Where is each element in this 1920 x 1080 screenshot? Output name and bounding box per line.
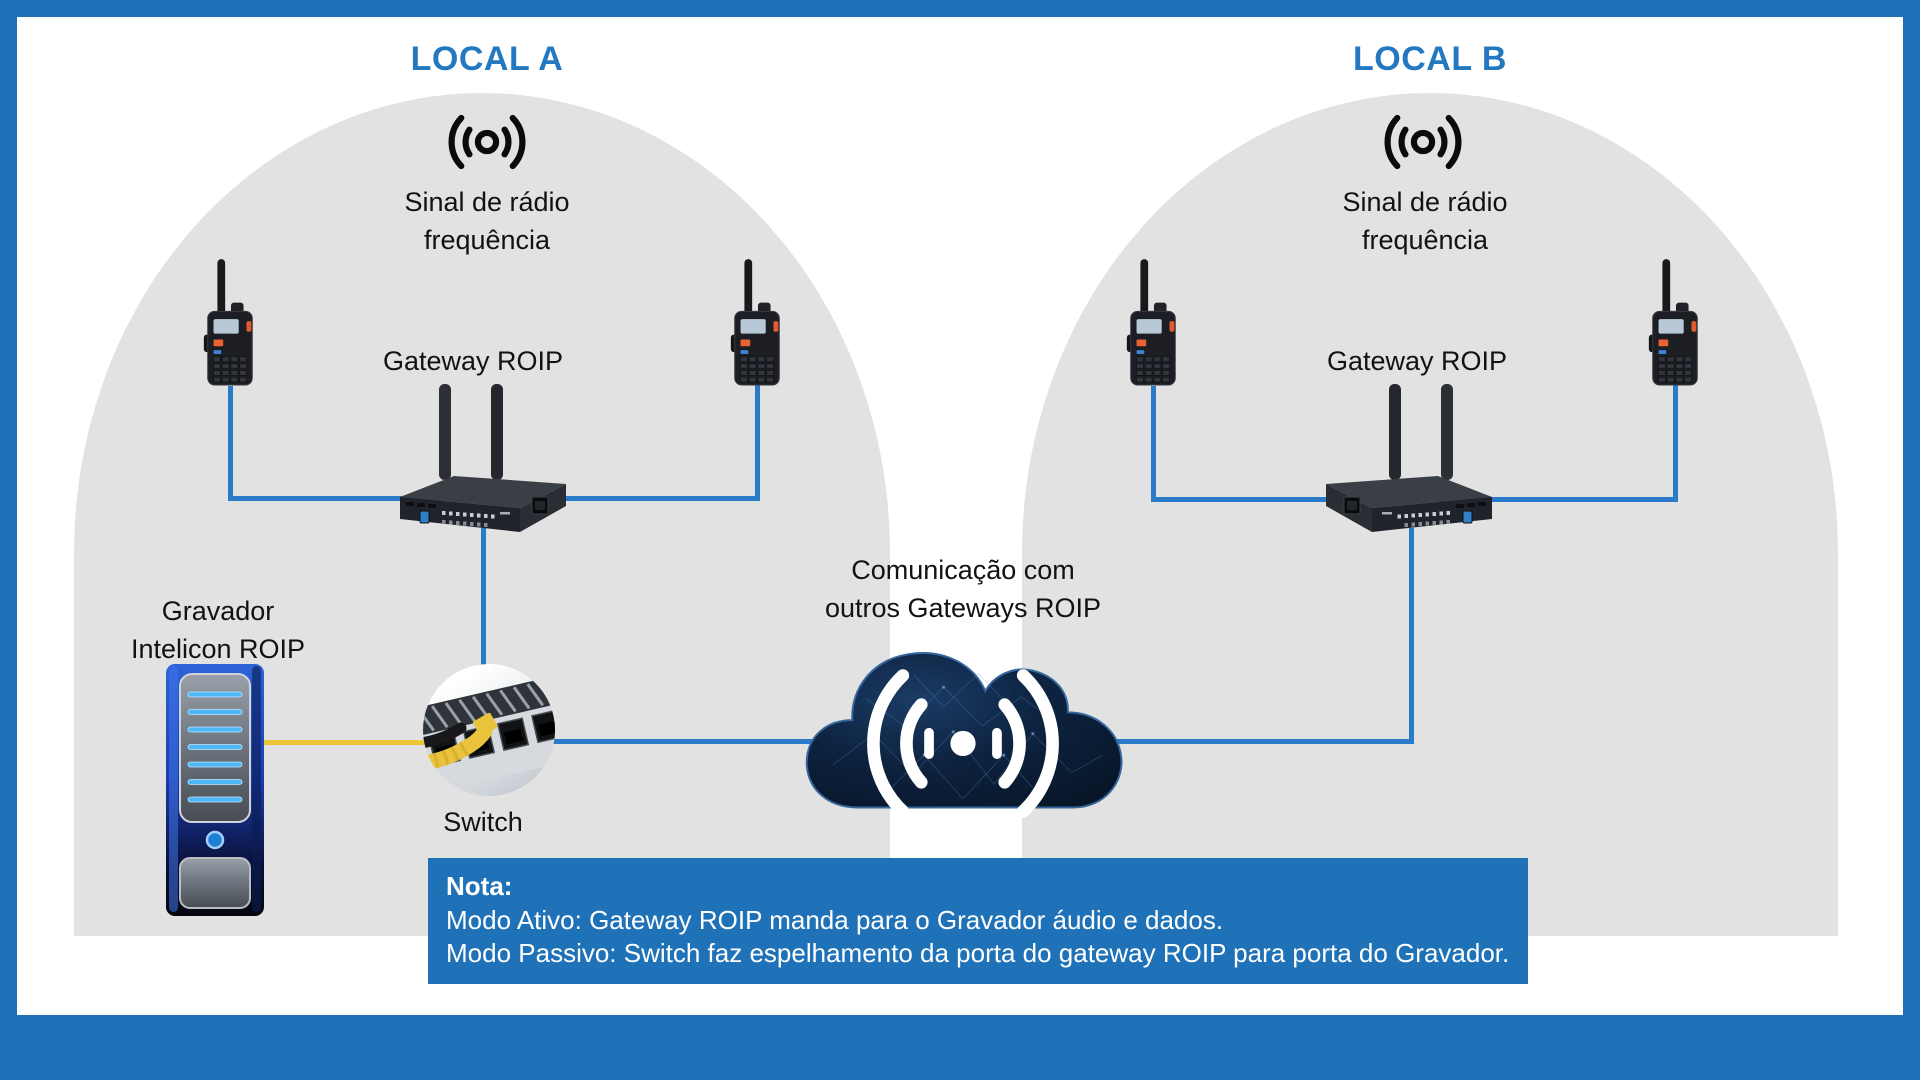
cable-router-b-down xyxy=(1409,528,1414,742)
cloud-radio-waves-icon xyxy=(867,669,1059,818)
note-title: Nota: xyxy=(446,871,513,901)
local-b-title: LOCAL B xyxy=(1353,40,1507,78)
cable-router-a-to-switch xyxy=(481,528,486,670)
radio-signal-label-a: Sinal de rádio frequência xyxy=(337,183,637,259)
recorder-label: Gravador Intelicon ROIP xyxy=(68,592,368,668)
note-box: Nota: Modo Ativo: Gateway ROIP manda par… xyxy=(428,858,1528,984)
gateway-label-a: Gateway ROIP xyxy=(382,346,564,376)
gateway-router-b xyxy=(1318,384,1502,539)
network-cloud xyxy=(798,616,1128,839)
recorder-server-tower xyxy=(166,662,264,922)
walkie-talkie-b-right xyxy=(1644,258,1706,393)
recorder-label-line2: Intelicon ROIP xyxy=(130,634,306,664)
cable-recorder-to-switch xyxy=(260,740,428,745)
cable-walkie-b-right xyxy=(1673,384,1678,499)
cloud-label: Comunicação com outros Gateways ROIP xyxy=(763,551,1163,627)
walkie-talkie-a-right xyxy=(726,258,788,393)
radio-signal-icon xyxy=(437,109,537,175)
walkie-talkie-a-left xyxy=(199,258,261,393)
signal-label-line2: frequência xyxy=(1361,225,1489,255)
local-a-title: LOCAL A xyxy=(410,40,564,78)
note-line-1: Modo Ativo: Gateway ROIP manda para o Gr… xyxy=(446,904,1224,935)
signal-label-line1: Sinal de rádio xyxy=(404,187,570,217)
cloud-label-line1: Comunicação com xyxy=(851,555,1075,585)
signal-label-line1: Sinal de rádio xyxy=(1342,187,1508,217)
switch-label: Switch xyxy=(443,807,523,837)
radio-signal-icon xyxy=(1373,109,1473,175)
note-line-2: Modo Passivo: Switch faz espelhamento da… xyxy=(446,938,1510,968)
recorder-label-line1: Gravador xyxy=(161,596,275,626)
cloud-label-line2: outros Gateways ROIP xyxy=(824,593,1102,623)
signal-label-line2: frequência xyxy=(423,225,551,255)
cable-walkie-a-right xyxy=(755,384,760,498)
gateway-router-a xyxy=(390,384,574,539)
cable-walkie-a-left xyxy=(228,386,233,498)
walkie-talkie-b-left xyxy=(1122,258,1184,393)
ethernet-switch-photo xyxy=(423,664,555,796)
radio-signal-label-b: Sinal de rádio frequência xyxy=(1275,183,1575,259)
gateway-label-b: Gateway ROIP xyxy=(1326,346,1508,376)
cable-walkie-b-left xyxy=(1151,386,1156,499)
